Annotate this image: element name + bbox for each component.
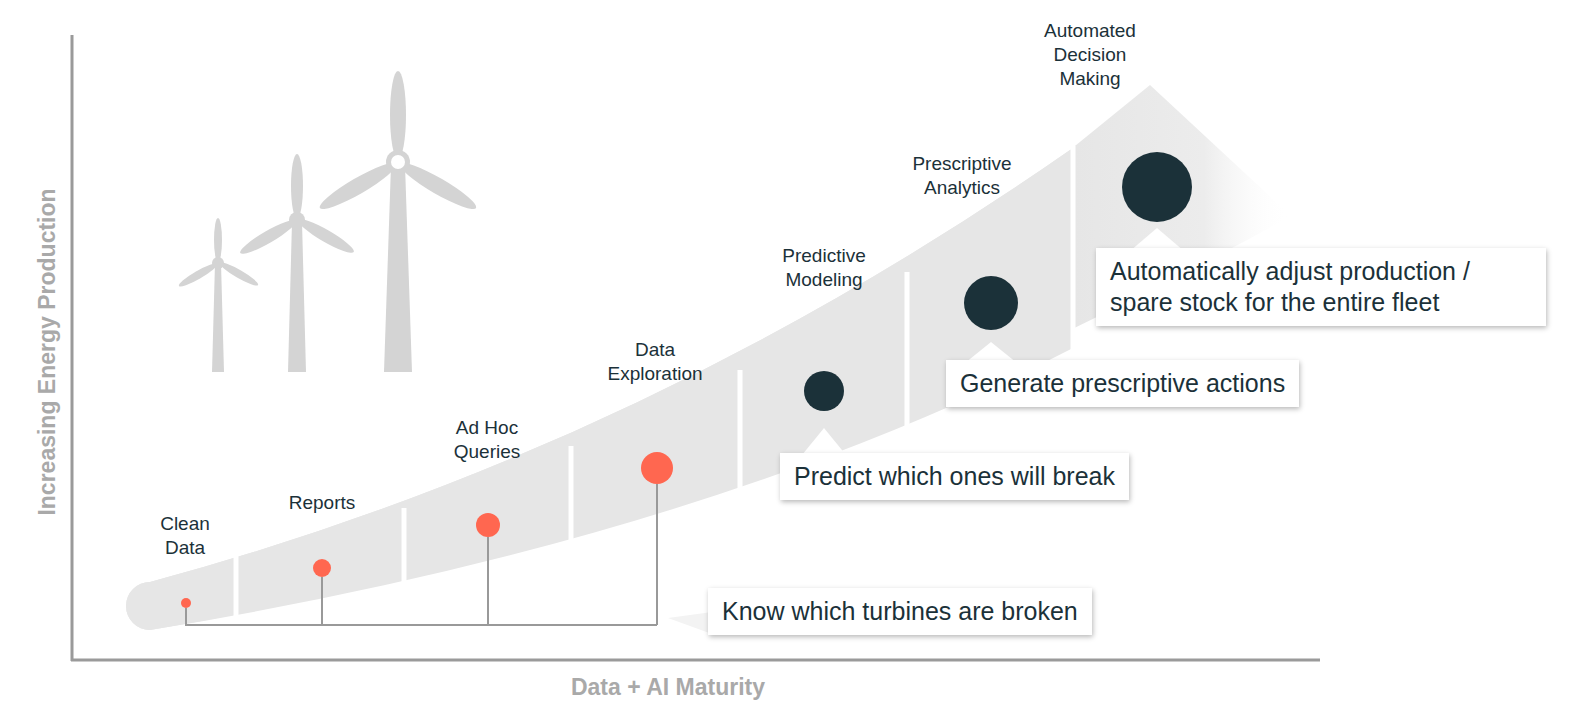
stage-label: Predictive Modeling bbox=[769, 244, 879, 292]
leader-lines bbox=[186, 484, 657, 625]
callout-text: Generate prescriptive actions bbox=[960, 368, 1285, 399]
callout-box: Generate prescriptive actions bbox=[946, 360, 1299, 407]
callout-text: Automatically adjust production / spare … bbox=[1110, 256, 1532, 318]
callout-box: Predict which ones will break bbox=[780, 453, 1129, 500]
stage-label: Clean Data bbox=[150, 512, 220, 560]
maturity-band bbox=[126, 85, 1290, 630]
axes bbox=[71, 35, 1320, 661]
callout-box: Automatically adjust production / spare … bbox=[1096, 248, 1546, 326]
stage-label: Data Exploration bbox=[595, 338, 715, 386]
wind-turbines bbox=[177, 71, 480, 372]
maturity-band-body bbox=[126, 150, 1075, 630]
callout-box: Know which turbines are broken bbox=[708, 588, 1092, 635]
stage-label: Automated Decision Making bbox=[1035, 19, 1145, 91]
callout-text: Know which turbines are broken bbox=[722, 596, 1078, 627]
callout-pointer bbox=[668, 612, 712, 634]
stage-label: Prescriptive Analytics bbox=[895, 152, 1030, 200]
stage-label: Ad Hoc Queries bbox=[442, 416, 532, 464]
y-axis-label: Increasing Energy Production bbox=[33, 188, 61, 515]
callout-text: Predict which ones will break bbox=[794, 461, 1115, 492]
stage-label: Reports bbox=[272, 491, 372, 515]
x-axis-label: Data + AI Maturity bbox=[571, 673, 765, 701]
